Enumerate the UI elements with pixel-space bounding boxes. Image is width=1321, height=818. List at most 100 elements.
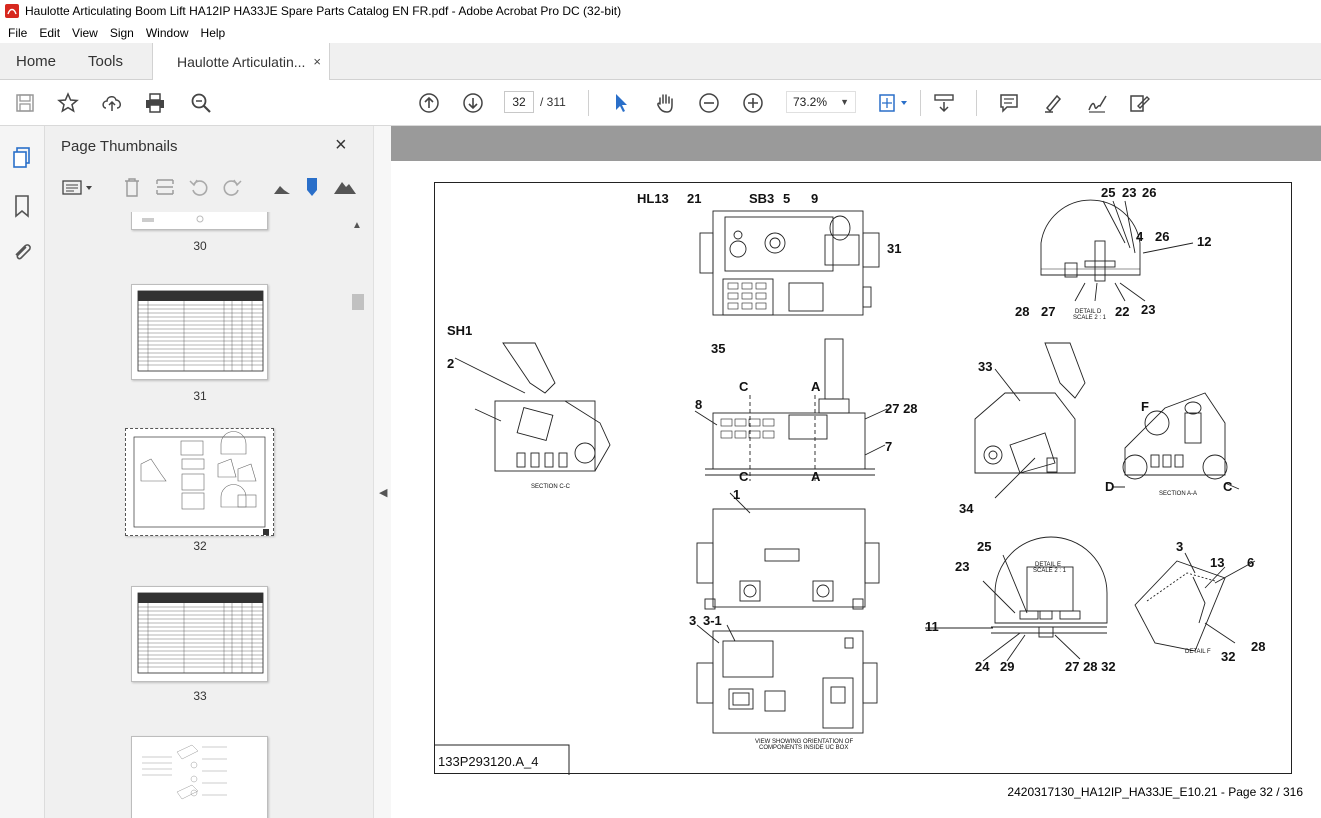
section-marker-a-bottom: A	[811, 469, 821, 484]
callout-2: 2	[447, 356, 454, 371]
callout-23b: 23	[1141, 302, 1155, 317]
callout-1: 1	[733, 487, 740, 502]
main-toolbar: 32 / 311 73.2% ▼	[0, 80, 1321, 126]
thumbnail-toolbar	[45, 172, 365, 202]
comment-icon[interactable]	[998, 92, 1020, 114]
thumbnail-label: 33	[193, 689, 207, 703]
attachments-icon[interactable]	[10, 240, 34, 264]
zoom-level-select[interactable]: 73.2% ▼	[786, 91, 856, 113]
caption-section-cc: SECTION C-C	[531, 484, 571, 490]
callout-12: 12	[1197, 234, 1211, 249]
page-up-icon[interactable]	[418, 92, 440, 114]
tab-document-label: Haulotte Articulatin...	[177, 54, 306, 70]
toolbar-divider	[920, 90, 921, 116]
thumbnail-page[interactable]	[131, 212, 268, 230]
toolbar-divider	[588, 90, 589, 116]
callout-29: 29	[1000, 659, 1014, 674]
callout-28: 28	[1015, 304, 1029, 319]
window-title-bar: Haulotte Articulating Boom Lift HA12IP H…	[0, 0, 1321, 22]
rotate-right-icon[interactable]	[221, 176, 243, 198]
menu-help[interactable]: Help	[200, 25, 226, 40]
panel-collapse-strip[interactable]: ◀	[373, 126, 391, 818]
drawing-code: 133P293120.A_4	[438, 754, 538, 769]
menu-edit[interactable]: Edit	[39, 25, 61, 40]
page-down-icon[interactable]	[462, 92, 484, 114]
save-icon[interactable]	[14, 92, 36, 114]
scroll-up-icon[interactable]: ▲	[352, 220, 362, 231]
callout-27-28-32: 27 28 32	[1065, 659, 1116, 674]
highlight-icon[interactable]	[1042, 92, 1064, 114]
thumbnail-options-icon[interactable]	[61, 176, 95, 198]
hand-tool-icon[interactable]	[654, 92, 676, 114]
print-icon[interactable]	[144, 92, 166, 114]
thumbnail-list[interactable]: 30 31	[45, 212, 350, 818]
acrobat-app-icon	[5, 4, 19, 18]
thumbnail-page[interactable]	[131, 586, 268, 682]
thumbnail-label: 32	[193, 539, 207, 553]
callout-35: 35	[711, 341, 725, 356]
insert-page-icon[interactable]	[154, 176, 176, 198]
caption-view-note-1: VIEW SHOWING ORIENTATION OF	[755, 739, 853, 745]
scroll-mode-icon[interactable]	[933, 92, 955, 114]
bookmark-star-icon[interactable]	[57, 92, 79, 114]
caption-scale-e: SCALE 2 : 1	[1033, 568, 1067, 574]
section-marker-c-right: C	[1223, 479, 1233, 494]
collapse-panel-icon[interactable]: ◀	[379, 487, 388, 499]
technical-drawing: HL13 21 SB3 5 9 31 35 25 23 26 4 26 12 2…	[434, 182, 1292, 775]
section-marker-c-bottom: C	[739, 469, 749, 484]
caption-detail-e: DETAIL E	[1035, 562, 1061, 568]
menu-view[interactable]: View	[72, 25, 98, 40]
callout-hl13: HL13	[637, 191, 669, 206]
callout-32: 32	[1221, 649, 1235, 664]
zoom-search-icon[interactable]	[190, 92, 212, 114]
sign-icon[interactable]	[1086, 92, 1108, 114]
callout-33: 33	[978, 359, 992, 374]
thumbnail-page[interactable]	[131, 284, 268, 380]
callout-27-28: 27 28	[885, 401, 918, 416]
thumbnail-scrollbar[interactable]: ▲	[350, 212, 364, 818]
select-arrow-icon[interactable]	[610, 92, 632, 114]
thumbnail-page-current[interactable]	[125, 428, 274, 536]
callout-6: 6	[1247, 555, 1254, 570]
section-marker-c: C	[739, 379, 749, 394]
rotate-left-icon[interactable]	[188, 176, 210, 198]
menu-window[interactable]: Window	[145, 25, 189, 40]
thumbnail-page[interactable]	[131, 736, 268, 818]
page-number-input[interactable]: 32	[504, 91, 534, 113]
callout-26b: 26	[1155, 229, 1169, 244]
callout-31: 31	[887, 241, 901, 256]
parts-diagram: HL13 21 SB3 5 9 31 35 25 23 26 4 26 12 2…	[435, 185, 1265, 775]
document-view[interactable]: HL13 21 SB3 5 9 31 35 25 23 26 4 26 12 2…	[391, 126, 1321, 818]
section-marker-a: A	[811, 379, 821, 394]
callout-8: 8	[695, 397, 702, 412]
thumbnail-size-slider-icon[interactable]	[301, 176, 323, 198]
tab-close-icon[interactable]: ×	[313, 54, 321, 69]
large-thumbnails-icon[interactable]	[334, 176, 356, 198]
callout-sh1: SH1	[447, 323, 472, 338]
small-thumbnails-icon[interactable]	[271, 176, 293, 198]
tab-home[interactable]: Home	[16, 53, 57, 70]
zoom-out-icon[interactable]	[698, 92, 720, 114]
thumbnail-label: 31	[193, 389, 207, 403]
delete-page-icon[interactable]	[121, 176, 143, 198]
zoom-in-icon[interactable]	[742, 92, 764, 114]
upload-icon[interactable]	[101, 92, 123, 114]
panel-close-icon[interactable]: ×	[335, 134, 347, 156]
page-thumbnails-icon[interactable]	[10, 146, 34, 170]
fit-page-icon[interactable]	[876, 92, 910, 114]
bookmarks-icon[interactable]	[10, 194, 34, 218]
tab-tools[interactable]: Tools	[88, 53, 124, 70]
callout-22: 22	[1115, 304, 1129, 319]
callout-23: 23	[1122, 185, 1136, 200]
caption-detail-f: DETAIL F	[1185, 649, 1211, 655]
menu-file[interactable]: File	[8, 25, 28, 40]
menu-sign[interactable]: Sign	[109, 25, 134, 40]
callout-25b: 25	[977, 539, 991, 554]
callout-3b: 3	[1176, 539, 1183, 554]
redact-icon[interactable]	[1128, 92, 1150, 114]
tab-document[interactable]: Haulotte Articulatin... ×	[152, 43, 330, 81]
callout-4: 4	[1136, 229, 1144, 244]
toolbar-divider	[976, 90, 977, 116]
callout-9: 9	[811, 191, 818, 206]
scrollbar-thumb[interactable]	[352, 294, 364, 310]
